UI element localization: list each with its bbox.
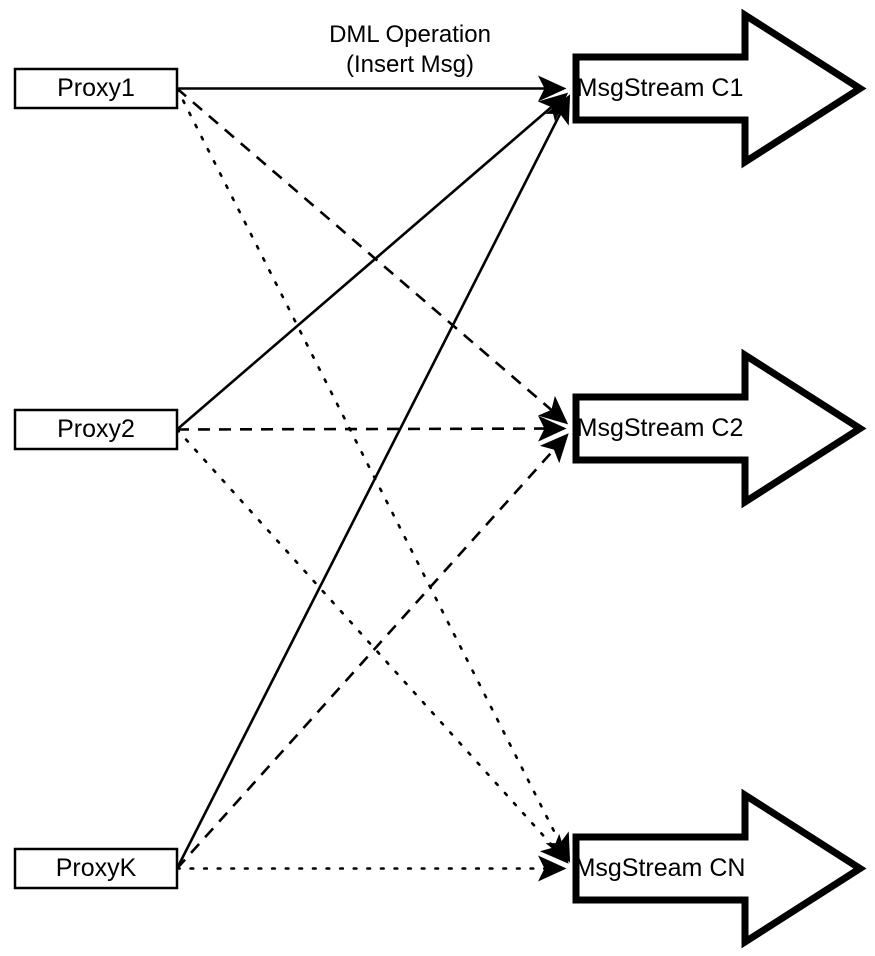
msgstream-node-stream_cn[interactable]: MsgStream CN [572, 788, 867, 949]
proxy-node-proxy2[interactable]: Proxy2 [13, 408, 179, 451]
link-pk-c1 [175, 94, 571, 870]
link-line-dashed [176, 415, 567, 442]
msgstream-label: MsgStream C1 [577, 74, 744, 102]
proxy-label: Proxy2 [57, 415, 135, 443]
link-p1-c2 [176, 87, 569, 425]
msgstream-arrow-shape [572, 788, 867, 949]
link-line-solid [176, 92, 569, 431]
proxy-label: ProxyK [56, 854, 137, 882]
proxy-box-outline [13, 847, 179, 890]
link-line-dotted [175, 87, 571, 863]
proxy-node-proxyk[interactable]: ProxyK [13, 847, 179, 890]
msgstream-label: MsgStream CN [575, 854, 746, 882]
links-layer [175, 75, 571, 882]
proxy-box-outline [13, 67, 179, 110]
link-line-dashed [176, 433, 569, 870]
msgstream-label: MsgStream C2 [577, 414, 744, 442]
msgstream-arrow-shape [572, 8, 867, 169]
msgstream-arrow-shape [572, 348, 867, 509]
msgstream-node-stream_c2[interactable]: MsgStream C2 [572, 348, 867, 509]
link-line-dashed [176, 87, 569, 425]
link-pk-c2 [176, 433, 569, 870]
proxy-label: Proxy1 [57, 74, 135, 102]
link-p2-c2 [176, 415, 567, 442]
streams-layer: MsgStream C1 MsgStream C2 MsgStream CN [572, 8, 867, 949]
edge-label-layer: DML Operation (Insert Msg) [329, 21, 491, 78]
dml-operation-label: DML Operation (Insert Msg) [329, 21, 491, 78]
link-p2-cn [175, 428, 569, 864]
proxy-node-proxy1[interactable]: Proxy1 [13, 67, 179, 110]
link-line-solid [175, 94, 571, 870]
link-p2-c1 [176, 92, 569, 431]
link-line-dotted [175, 428, 569, 864]
dml-operation-label-line2: (Insert Msg) [346, 51, 474, 78]
msgstream-node-stream_c1[interactable]: MsgStream C1 [572, 8, 867, 169]
proxy-box-outline [13, 408, 179, 451]
link-p1-cn [175, 87, 571, 863]
dml-operation-label-line1: DML Operation [329, 21, 491, 48]
